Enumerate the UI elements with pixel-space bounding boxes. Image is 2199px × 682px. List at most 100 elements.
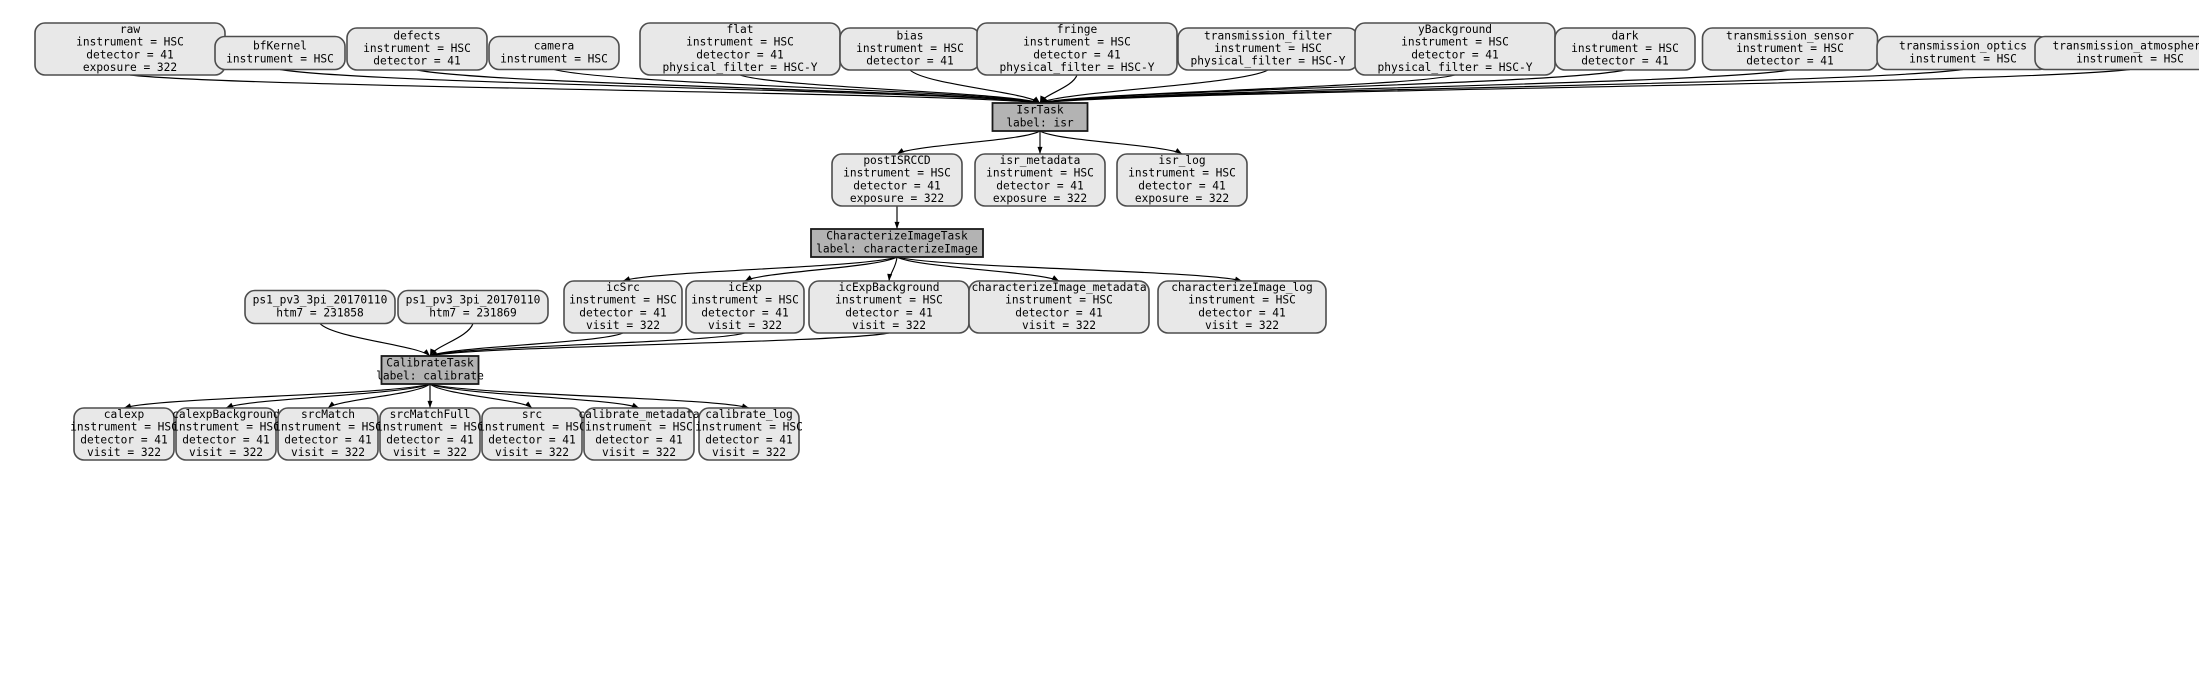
node-dimension: instrument = HSC (172, 421, 280, 434)
node-dimension: exposure = 322 (850, 192, 944, 205)
edge-arrowhead-ps1_b-to-CalibrateTask (430, 348, 436, 356)
node-box (1554, 27, 1696, 71)
node-title: isr_metadata (1000, 154, 1081, 167)
node-box (380, 355, 480, 385)
graph-edge-ps1_a-to-CalibrateTask (319, 323, 431, 357)
node-dimension: detector = 41 (696, 48, 784, 61)
node-box (976, 22, 1178, 76)
node-title: icExpBackground (838, 281, 939, 294)
node-dimension: instrument = HSC (986, 167, 1094, 180)
edge-arrowhead-fringe-to-IsrTask (1040, 95, 1046, 103)
node-dimension: instrument = HSC (1571, 42, 1679, 55)
edge-arrowhead-CharacterizeImageTask-to-icExp (745, 275, 753, 281)
graph-edge-IsrTask-to-isr_log (1039, 130, 1183, 155)
node-title: CalibrateTask (386, 357, 474, 370)
node-dimension: detector = 41 (1746, 55, 1834, 68)
node-title: postISRCCD (863, 154, 931, 167)
node-dimension: exposure = 322 (1135, 192, 1229, 205)
node-title: raw (120, 23, 140, 36)
node-box (346, 27, 488, 71)
node-dimension: detector = 41 (488, 433, 576, 446)
graph-edge-CharacterizeImageTask-to-icExp (744, 256, 898, 282)
graph-edge-camera-to-IsrTask (553, 68, 1041, 104)
node-dimension: detector = 41 (86, 48, 174, 61)
graph-edge-dark-to-IsrTask (1039, 69, 1626, 104)
node-box (73, 407, 175, 461)
node-dimension: instrument = HSC (1023, 36, 1131, 49)
graph-edge-icSrc-to-CalibrateTask (429, 332, 624, 357)
node-dimension: detector = 41 (386, 433, 474, 446)
node-dimension: instrument = HSC (686, 36, 794, 49)
edge-arrowhead-CharacterizeImageTask-to-characterizeImage_metadata (1051, 275, 1059, 281)
node-dimension: label: calibrate (376, 369, 484, 382)
node-dimension: visit = 322 (712, 446, 786, 459)
node-dimension: visit = 322 (586, 319, 660, 332)
node-title: characterizeImage_log (1171, 281, 1312, 294)
node-title: transmission_atmosphere (2053, 40, 2199, 53)
node-box (685, 280, 805, 334)
node-box (277, 407, 379, 461)
node-title: bias (897, 29, 924, 42)
node-dimension: detector = 41 (579, 306, 667, 319)
node-dimension: detector = 41 (80, 433, 168, 446)
node-dimension: instrument = HSC (569, 294, 677, 307)
graph-edge-transmission_sensor-to-IsrTask (1039, 69, 1791, 104)
node-dimension: detector = 41 (1015, 306, 1103, 319)
graph-edge-IsrTask-to-postISRCCD (896, 130, 1041, 155)
edge-arrowhead-CalibrateTask-to-calexpBackground (226, 402, 234, 408)
node-dimension: detector = 41 (845, 306, 933, 319)
node-dimension: detector = 41 (705, 433, 793, 446)
node-title: fringe (1057, 23, 1098, 36)
edge-arrowhead-IsrTask-to-postISRCCD (897, 148, 905, 154)
node-title: transmission_filter (1204, 29, 1332, 42)
node-dimension: visit = 322 (87, 446, 161, 459)
node-dimension: visit = 322 (1205, 319, 1279, 332)
node-dimension: visit = 322 (708, 319, 782, 332)
node-dimension: detector = 41 (853, 179, 941, 192)
node-dimension: detector = 41 (866, 55, 954, 68)
node-box (991, 102, 1089, 132)
node-dimension: visit = 322 (1022, 319, 1096, 332)
graph-edge-defects-to-IsrTask (416, 69, 1041, 104)
node-title: calibrate_metadata (578, 408, 699, 421)
node-dimension: instrument = HSC (274, 421, 382, 434)
node-dimension: instrument = HSC (835, 294, 943, 307)
node-dimension: visit = 322 (393, 446, 467, 459)
node-dimension: physical_filter = HSC-Y (1000, 61, 1155, 74)
node-dimension: instrument = HSC (691, 294, 799, 307)
